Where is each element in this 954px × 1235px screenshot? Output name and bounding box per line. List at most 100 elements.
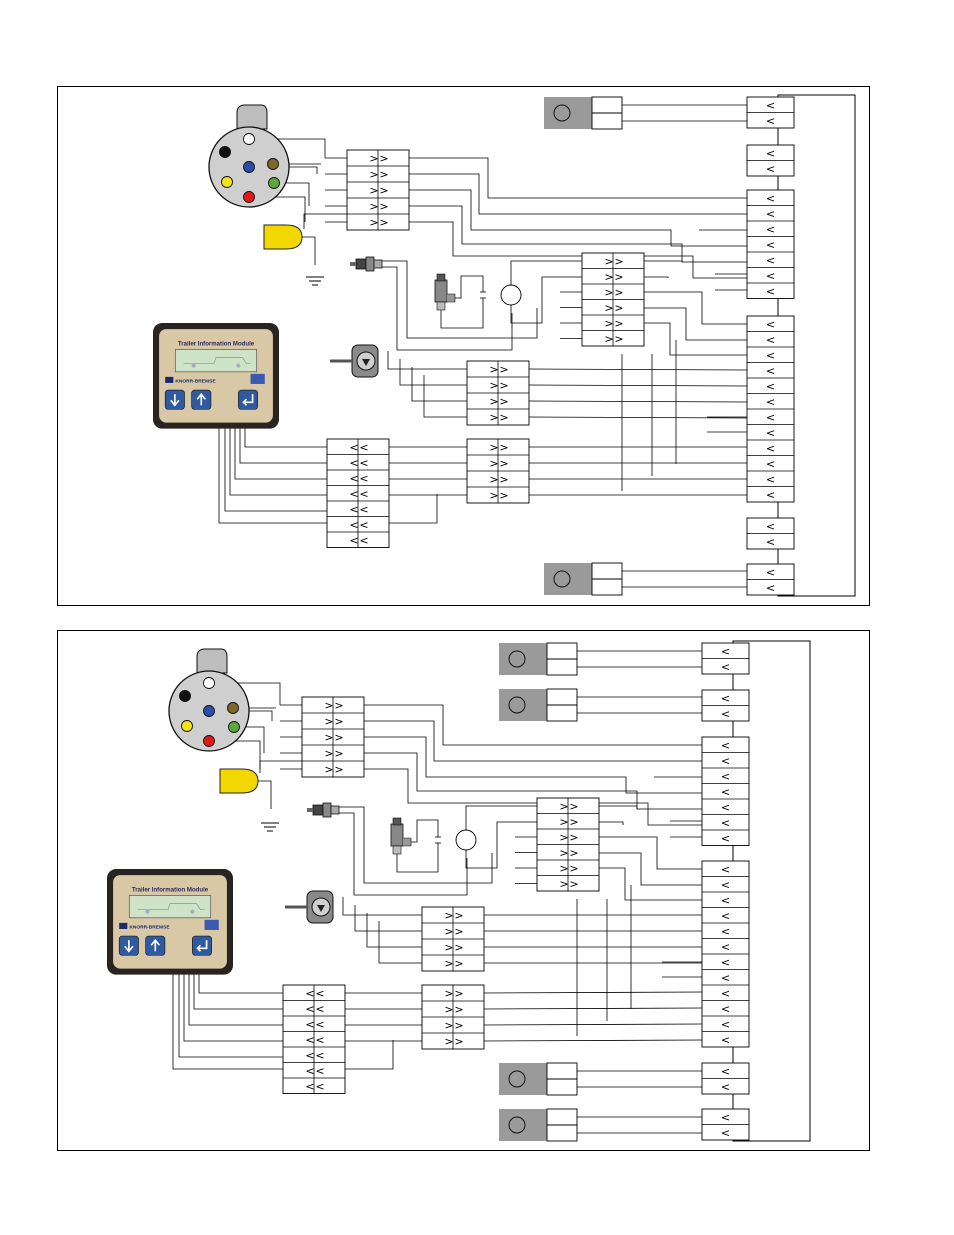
connector-pin-icon: > [489, 441, 498, 454]
wire [599, 836, 702, 870]
connector-pin-icon: < [349, 441, 358, 454]
connector-pin-icon: < [721, 692, 730, 705]
connector-pin-icon: > [379, 152, 388, 165]
motor-icon [455, 829, 477, 851]
connector-pin-icon: < [359, 518, 368, 531]
connector-pin-icon: > [454, 909, 463, 922]
connector-pin-icon: < [766, 442, 775, 455]
wire [178, 973, 283, 1058]
trailer-socket-icon [168, 648, 250, 752]
connector-pin-icon: > [499, 441, 508, 454]
wire [399, 359, 467, 386]
connector-pin-icon: < [349, 518, 358, 531]
connector-pin-icon: < [349, 534, 358, 547]
connector-pin-icon: < [721, 645, 730, 658]
connector-pin-icon: < [766, 411, 775, 424]
ecu-connector-block [746, 315, 795, 503]
wire [644, 260, 683, 262]
wire [440, 298, 484, 329]
connector-pin-icon: > [499, 411, 508, 424]
connector-pin-icon: < [315, 1033, 324, 1046]
wire [483, 1023, 703, 1026]
connector-pin-icon: > [569, 800, 578, 813]
pressure-sensor-icon [349, 256, 383, 272]
connector-pin-icon: > [369, 152, 378, 165]
connector-pin-icon: > [614, 286, 623, 299]
sensor-connector-block [466, 360, 530, 426]
marker-lamp-icon [263, 224, 303, 250]
wire [198, 973, 283, 994]
connector-pin-icon: > [369, 168, 378, 181]
wire [599, 867, 702, 901]
connector-pin-icon: > [444, 941, 453, 954]
connector-pin-icon: < [721, 660, 730, 673]
connector-pin-icon: > [454, 987, 463, 1000]
connector-pin-icon: < [766, 207, 775, 220]
wire [396, 843, 439, 873]
wire [382, 260, 538, 339]
wire [644, 276, 669, 278]
connector-pin-icon: < [305, 1049, 314, 1062]
connector-pin-icon: > [489, 473, 498, 486]
wheel-speed-sensor-icon [498, 1108, 578, 1142]
connector-pin-icon: < [766, 349, 775, 362]
ecu-connector-block [746, 96, 795, 129]
wire [411, 819, 439, 843]
wire [483, 991, 703, 994]
connector-pin-icon: < [721, 940, 730, 953]
connector-pin-icon: < [721, 987, 730, 1000]
connector-pin-icon: > [324, 763, 333, 776]
connector-pin-icon: < [766, 162, 775, 175]
connector-pin-icon: > [614, 270, 623, 283]
rotary-sensor-icon [328, 343, 380, 379]
connector-pin-icon: < [349, 456, 358, 469]
valve-connector-block [536, 797, 600, 892]
wire [364, 736, 702, 794]
wire [193, 973, 283, 1010]
connector-pin-icon: < [305, 1018, 314, 1031]
connector-pin-icon: > [614, 301, 623, 314]
connector-pin-icon: > [454, 925, 463, 938]
connector-pin-icon: > [324, 747, 333, 760]
connector-pin-icon: > [559, 800, 568, 813]
connector-pin-icon: > [559, 877, 568, 890]
ecu-connector-block [746, 517, 795, 550]
solenoid-valve-icon [390, 817, 412, 855]
wire [528, 416, 748, 419]
connector-pin-icon: < [359, 503, 368, 516]
sensor-connector-block [421, 906, 485, 972]
wire [302, 236, 316, 265]
connector-pin-icon: > [604, 286, 613, 299]
wire [411, 367, 467, 402]
wire [409, 189, 747, 247]
connector-pin-icon: > [444, 1003, 453, 1016]
connector-pin-icon: > [569, 862, 578, 875]
connector-pin-icon: < [721, 1126, 730, 1139]
wire [378, 921, 422, 964]
connector-pin-icon: < [766, 269, 775, 282]
connector-pin-icon: > [444, 1035, 453, 1048]
module-connector-block-right [421, 984, 485, 1050]
wire [599, 821, 624, 825]
connector-pin-icon: > [559, 846, 568, 859]
connector-pin-icon: < [766, 99, 775, 112]
wire [483, 1039, 703, 1042]
connector-pin-icon: < [315, 1002, 324, 1015]
connector-pin-icon: > [379, 168, 388, 181]
connector-pin-icon: > [499, 363, 508, 376]
connector-pin-icon: < [766, 488, 775, 501]
connector-pin-icon: < [315, 1049, 324, 1062]
wire [339, 806, 493, 884]
wire [258, 780, 272, 809]
connector-pin-icon: > [454, 1035, 463, 1048]
module-connector-block-right [466, 438, 530, 504]
connector-pin-icon: > [489, 395, 498, 408]
wire [224, 427, 327, 512]
wire [234, 427, 327, 480]
connector-pin-icon: < [721, 801, 730, 814]
wire [366, 913, 422, 948]
socket-connector-block [301, 696, 365, 778]
wire [229, 427, 327, 496]
connector-pin-icon: < [721, 770, 730, 783]
connector-pin-icon: < [721, 1065, 730, 1078]
